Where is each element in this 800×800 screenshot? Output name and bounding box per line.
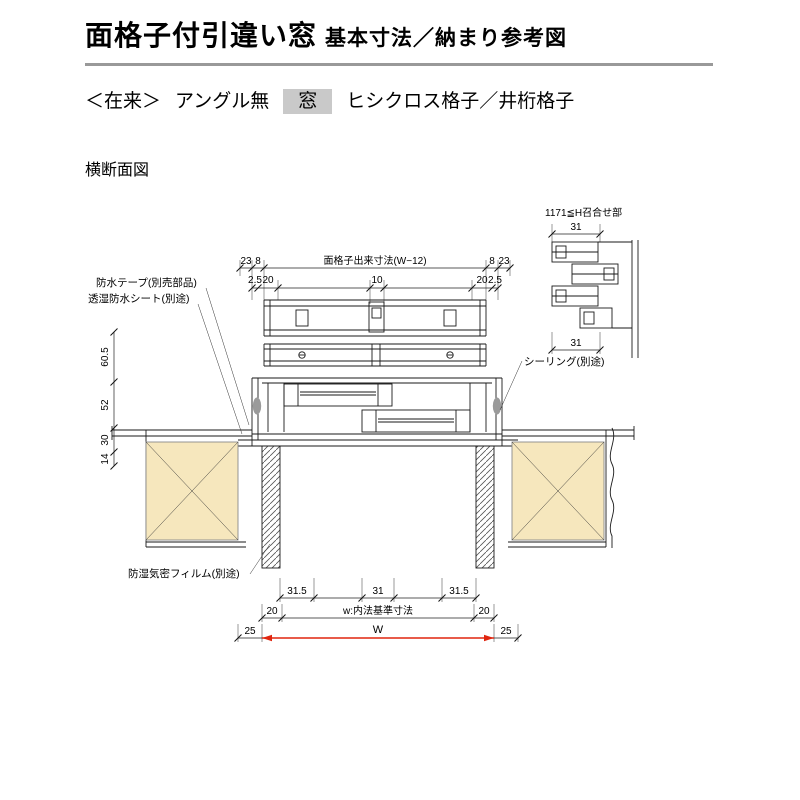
lattice-bracket-right <box>443 309 457 327</box>
dim-bottom-left-31-5: 31.5 <box>287 586 307 597</box>
cross-section-drawing: 23 8 面格子出来寸法(W−12) 8 23 2.5 20 10 20 2.5 <box>88 206 639 642</box>
dim-30: 30 <box>100 434 111 446</box>
leader-labels: 防水テープ(別売部品) 透湿防水シート(別途) シーリング(別途) 防湿気密フィ… <box>88 276 605 580</box>
screw-icon <box>298 351 306 359</box>
vapor-film-label: 防湿気密フィルム(別途) <box>128 567 240 580</box>
page-title: 面格子付引違い窓 <box>85 20 318 51</box>
dim-bottom-left-20: 20 <box>266 606 278 617</box>
dim-52: 52 <box>100 399 111 411</box>
bottom-dimension-row-2: 20 w:内法基準寸法 20 <box>258 604 498 622</box>
window-tag: 窓 <box>283 89 333 114</box>
sash-exterior <box>283 383 393 407</box>
dim-14: 14 <box>100 453 111 465</box>
lattice-width-label: 面格子出来寸法(W−12) <box>323 254 426 267</box>
dim-top-left-23: 23 <box>240 256 252 267</box>
detail-dim-top-31: 31 <box>570 222 582 233</box>
sash-interior <box>361 409 471 433</box>
wall-break-line <box>609 427 615 548</box>
lattice-bracket-left <box>295 309 309 327</box>
lattice-bracket-center <box>368 301 385 333</box>
screw-icon <box>446 351 454 359</box>
wall-left <box>111 426 281 569</box>
dim-60-5: 60.5 <box>100 347 111 367</box>
dim-top-right-8: 8 <box>489 256 495 267</box>
wall-stud-right <box>475 445 495 569</box>
top-dimension-row-1: 23 8 面格子出来寸法(W−12) 8 23 <box>236 254 514 300</box>
bottom-dimension-row-1: 31.5 31 31.5 <box>276 578 480 602</box>
dim-right-20: 20 <box>476 275 488 286</box>
page-header: 面格子付引違い窓基本寸法／納まり参考図 <box>85 14 713 66</box>
bottom-dimension-row-3: 25 W 25 <box>234 624 522 642</box>
dim-center-10: 10 <box>371 275 383 286</box>
wall-right <box>475 426 635 569</box>
sealing-backer-right <box>492 397 502 415</box>
dim-top-left-8: 8 <box>255 256 261 267</box>
inner-width-label: w:内法基準寸法 <box>342 604 413 617</box>
dim-top-right-23: 23 <box>498 256 510 267</box>
dim-left-2-5: 2.5 <box>248 275 262 286</box>
wall-stud-left <box>261 445 281 569</box>
dim-left-20: 20 <box>262 275 274 286</box>
window-frame-section <box>238 377 518 447</box>
sealing-label: シーリング(別途) <box>524 355 605 368</box>
dim-bottom-right-20: 20 <box>478 606 490 617</box>
variant-row: ＜在来＞ アングル無窓ヒシクロス格子／井桁格子 <box>85 86 575 114</box>
dim-offset-left-25: 25 <box>244 626 256 637</box>
detail-dim-bottom-31: 31 <box>570 338 582 349</box>
dim-bottom-center-31: 31 <box>372 586 384 597</box>
arrowhead-right <box>484 634 494 642</box>
dim-bottom-right-31-5: 31.5 <box>449 586 469 597</box>
sealing-backer-left <box>252 397 262 415</box>
waterproof-tape-label: 防水テープ(別売部品) <box>96 276 197 289</box>
overall-width-label: W <box>373 624 384 636</box>
angle-label: アングル無 <box>175 91 270 112</box>
variant-label: ＜在来＞ <box>85 91 162 112</box>
top-dimension-row-2: 2.5 20 10 20 2.5 <box>248 275 502 304</box>
moisture-sheet-label: 透湿防水シート(別途) <box>88 292 190 305</box>
face-lattice-assembly <box>263 299 487 367</box>
page-subtitle: 基本寸法／納まり参考図 <box>325 27 568 50</box>
lattice-types-label: ヒシクロス格子／井桁格子 <box>346 91 575 112</box>
meeting-stile-detail: 1171≦H召合せ部 31 31 <box>545 206 639 358</box>
left-vertical-dimensions: 60.5 52 30 14 <box>100 328 118 470</box>
section-title: 横断面図 <box>85 162 150 179</box>
meeting-section-label: 1171≦H召合せ部 <box>545 206 622 219</box>
arrowhead-left <box>262 634 272 642</box>
dim-right-2-5: 2.5 <box>488 275 502 286</box>
dim-offset-right-25: 25 <box>500 626 512 637</box>
